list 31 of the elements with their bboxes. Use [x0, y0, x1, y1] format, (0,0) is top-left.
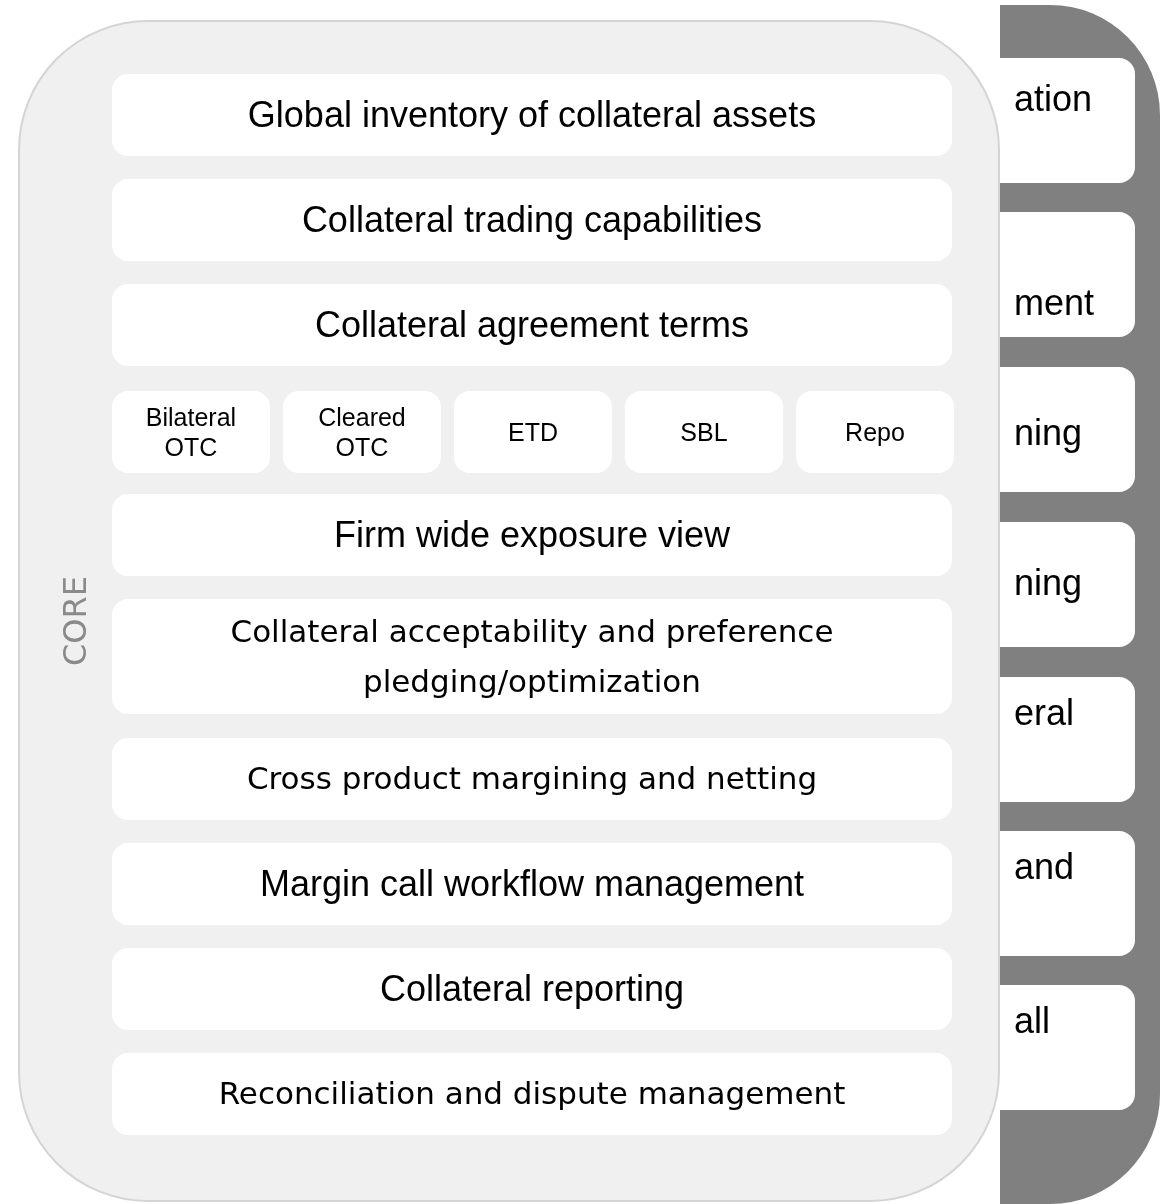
feature-card: [1000, 522, 1135, 647]
card-label: ning: [1014, 562, 1083, 604]
card-label: ning: [1014, 412, 1083, 454]
product-label: Repo: [845, 417, 905, 447]
feature-card: [1000, 831, 1135, 956]
panel-title: CORE: [56, 576, 94, 666]
card-label: ation: [1014, 78, 1093, 120]
product-label: Cleared OTC: [317, 402, 407, 462]
background-panel: [1000, 5, 1160, 1204]
card-label: ment: [1014, 282, 1095, 324]
card-label: all: [1014, 1000, 1051, 1042]
core-panel: [18, 20, 1000, 1202]
feature-card: [1000, 212, 1135, 337]
card-label: eral: [1014, 692, 1075, 734]
product-label: Bilateral OTC: [144, 402, 238, 462]
feature-card: [1000, 367, 1135, 492]
feature-label: Collateral agreement terms: [314, 304, 750, 346]
feature-label: Global inventory of collateral assets: [247, 94, 817, 136]
feature-label: Collateral trading capabilities: [301, 199, 763, 241]
feature-label: Collateral acceptability and preference pledging/optimization: [229, 611, 835, 701]
feature-card: [1000, 985, 1135, 1110]
card-label: and: [1014, 846, 1075, 888]
product-label: ETD: [508, 417, 558, 447]
feature-label: Cross product margining and netting: [246, 759, 818, 799]
feature-card: [1000, 677, 1135, 802]
feature-label: Firm wide exposure view: [333, 514, 731, 556]
feature-label: Reconciliation and dispute management: [218, 1074, 846, 1114]
product-label: SBL: [680, 417, 728, 447]
feature-label: Collateral reporting: [379, 968, 685, 1010]
feature-label: Margin call workflow management: [259, 863, 805, 905]
feature-card: [1000, 58, 1135, 183]
